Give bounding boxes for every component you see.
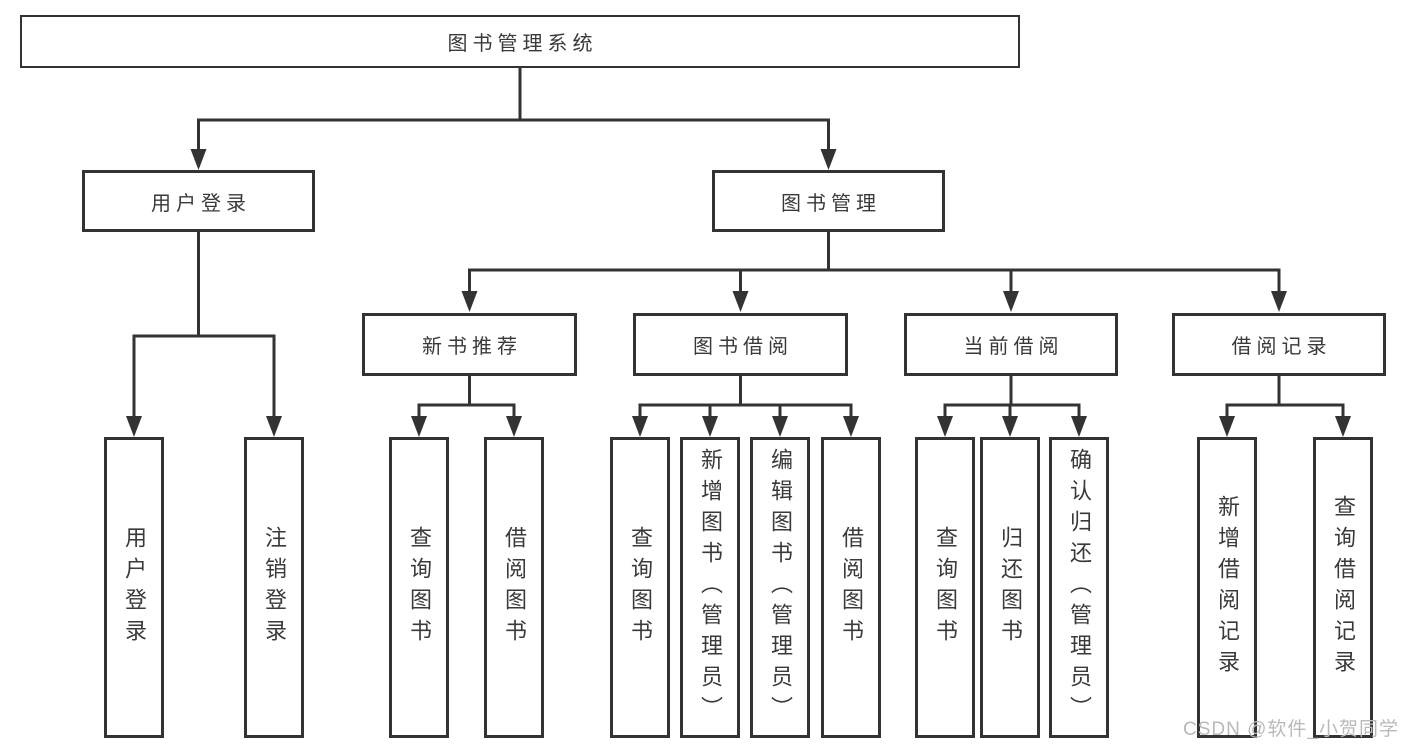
node-root-library-system: 图书管理系统	[20, 15, 1020, 68]
leaf-borrow-books-recommend: 借阅图书	[484, 437, 544, 738]
arrowhead-down-icon	[1335, 416, 1351, 437]
connector-book-borrow-children	[632, 375, 859, 437]
arrowhead-down-icon	[1071, 416, 1087, 437]
leaf-query-books-recommend: 查询图书	[389, 437, 449, 738]
connector-current-borrow-children	[937, 375, 1087, 437]
connector-line	[197, 67, 830, 151]
connector-user-login-children	[126, 231, 282, 437]
arrowhead-down-icon	[772, 416, 788, 437]
arrowhead-down-icon	[190, 149, 207, 170]
connector-line	[943, 375, 1081, 418]
arrowhead-down-icon	[266, 416, 282, 437]
leaf-query-books-current: 查询图书	[915, 437, 975, 738]
leaf-return-book: 归还图书	[980, 437, 1040, 738]
leaf-logout: 注销登录	[244, 437, 304, 738]
leaf-query-books-borrow: 查询图书	[610, 437, 670, 738]
node-current-borrow: 当前借阅	[904, 313, 1118, 376]
arrowhead-down-icon	[1003, 291, 1019, 312]
arrowhead-down-icon	[632, 416, 648, 437]
node-new-book-recommend: 新书推荐	[362, 313, 577, 376]
arrowhead-down-icon	[820, 149, 837, 170]
arrowhead-down-icon	[411, 416, 427, 437]
leaf-user-login: 用户登录	[104, 437, 164, 738]
leaf-add-borrow-record: 新增借阅记录	[1197, 437, 1257, 738]
connector-line	[468, 231, 1281, 293]
arrowhead-down-icon	[732, 291, 749, 312]
arrowhead-down-icon	[1002, 416, 1018, 437]
connector-book-management-to-level3	[461, 231, 1287, 312]
node-borrow-records: 借阅记录	[1172, 313, 1386, 376]
leaf-borrow-books: 借阅图书	[821, 437, 881, 738]
leaf-query-borrow-record: 查询借阅记录	[1313, 437, 1373, 738]
node-user-login: 用户登录	[82, 170, 315, 232]
arrowhead-down-icon	[461, 291, 478, 312]
connector-line	[1225, 375, 1345, 418]
connector-line	[638, 375, 853, 418]
leaf-confirm-return-admin: 确认归还（管理员）	[1049, 437, 1109, 738]
node-book-management: 图书管理	[712, 170, 945, 232]
connector-root-to-level2	[190, 67, 837, 170]
arrowhead-down-icon	[702, 416, 718, 437]
node-book-borrow: 图书借阅	[633, 313, 848, 376]
arrowhead-down-icon	[1271, 291, 1287, 312]
connector-line	[132, 231, 276, 418]
arrowhead-down-icon	[937, 416, 953, 437]
connector-line	[417, 375, 516, 418]
connector-new-book-children	[411, 375, 522, 437]
arrowhead-down-icon	[126, 416, 142, 437]
arrowhead-down-icon	[843, 416, 859, 437]
arrowhead-down-icon	[506, 416, 522, 437]
arrowhead-down-icon	[1219, 416, 1235, 437]
connector-borrow-records-children	[1219, 375, 1351, 437]
csdn-watermark: CSDN @软件_小贺同学	[1183, 719, 1399, 740]
leaf-edit-book-admin: 编辑图书（管理员）	[750, 437, 810, 738]
leaf-add-book-admin: 新增图书（管理员）	[680, 437, 740, 738]
